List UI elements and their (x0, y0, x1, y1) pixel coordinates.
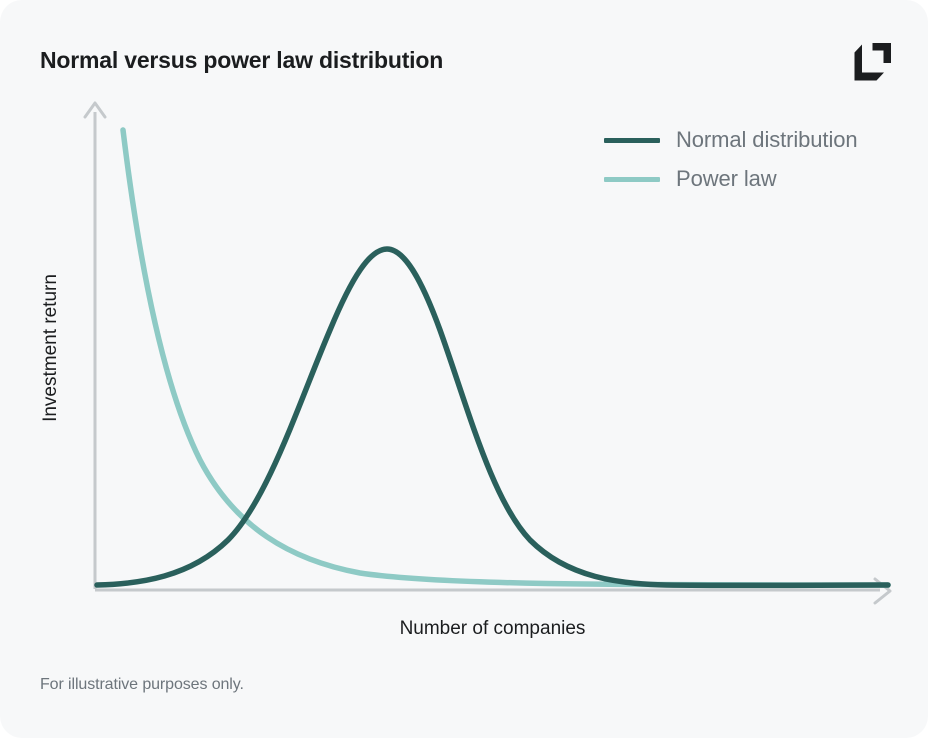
series-line-normal-distribution (94, 246, 891, 589)
legend-item-normal-distribution[interactable]: Normal distribution (604, 126, 858, 154)
legend-item-label: Normal distribution (676, 127, 858, 152)
chart-legend: Normal distribution Power law (604, 126, 858, 193)
page-title: Normal versus power law distribution (40, 47, 444, 73)
legend-item-label: Power law (676, 166, 777, 191)
footnote-text: For illustrative purposes only. (40, 676, 244, 693)
legend-swatch-icon (604, 176, 660, 182)
legend-swatch-icon (604, 137, 660, 143)
brand-logo-icon (852, 41, 894, 83)
series-line-power-law (120, 127, 891, 588)
x-axis-label: Number of companies (399, 618, 586, 639)
y-axis-arrowhead (83, 101, 107, 119)
legend-item-power-law[interactable]: Power law (604, 165, 858, 193)
y-axis-label: Investment return (40, 274, 61, 422)
